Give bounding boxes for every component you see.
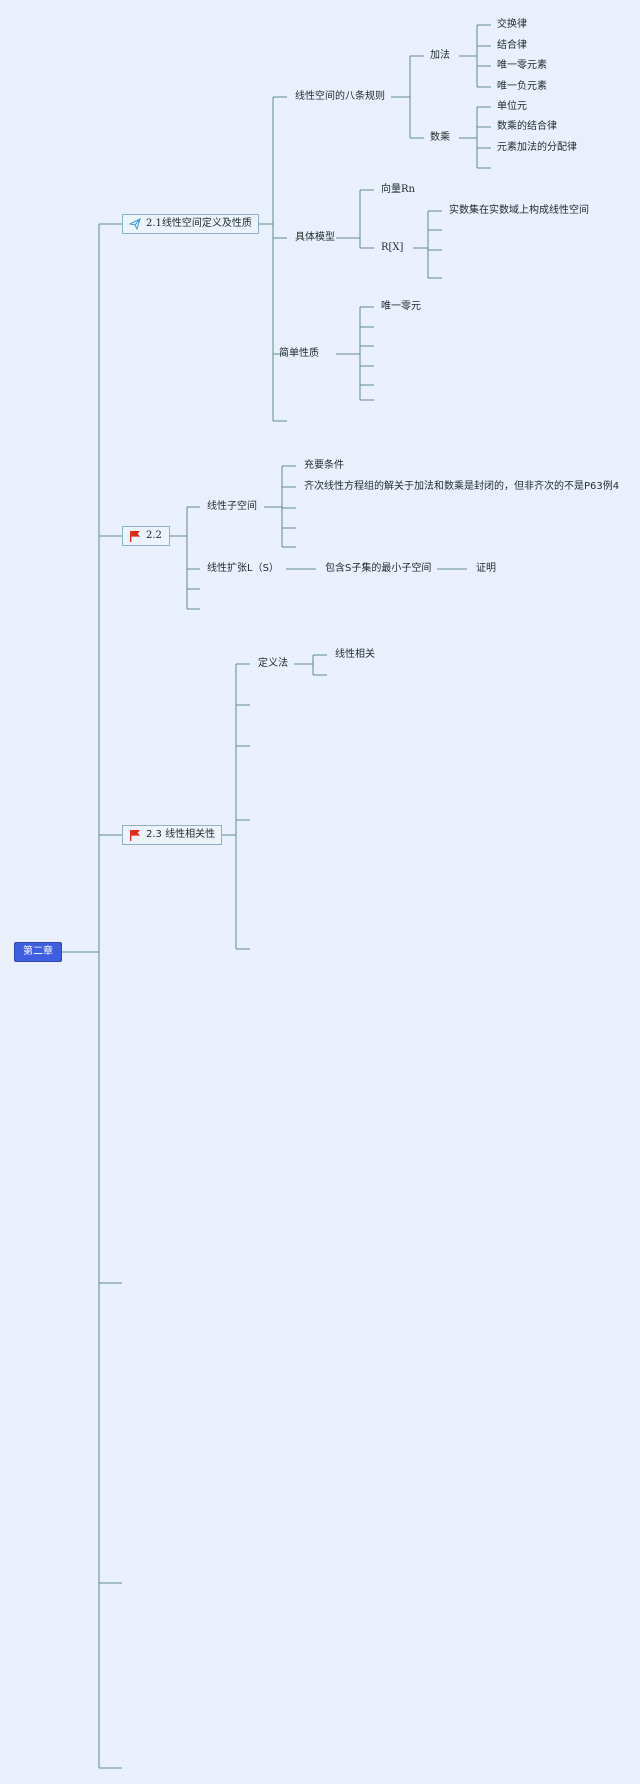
node-subspace[interactable]: 线性子空间 <box>207 501 257 512</box>
node-model[interactable]: 具体模型 <box>295 232 335 243</box>
paper-plane-icon <box>129 218 141 230</box>
node-definition-child[interactable]: 线性相关 <box>335 649 375 660</box>
topic-2-3[interactable]: 2.3 线性相关性 <box>122 825 223 845</box>
node-definition[interactable]: 定义法 <box>258 658 288 669</box>
node-rn[interactable]: 向量Rn <box>381 184 415 195</box>
node-props[interactable]: 简单性质 <box>279 348 319 359</box>
node-span-grand[interactable]: 证明 <box>476 563 496 574</box>
node-mul-item[interactable]: 数乘的结合律 <box>497 121 557 132</box>
topic-label: 2.1线性空间定义及性质 <box>146 218 252 229</box>
topic-label: 2.3 线性相关性 <box>146 829 216 840</box>
node-span-child[interactable]: 包含S子集的最小子空间 <box>325 563 432 574</box>
node-mul-item[interactable]: 元素加法的分配律 <box>497 142 577 153</box>
node-subspace-item[interactable]: 齐次线性方程组的解关于加法和数乘是封闭的，但非齐次的不是P63例4 <box>304 481 620 492</box>
topic-2-1[interactable]: 2.1线性空间定义及性质 <box>122 214 259 234</box>
root-node[interactable]: 第二章 <box>14 942 62 962</box>
node-subspace-item[interactable]: 充要条件 <box>304 460 344 471</box>
node-add-item[interactable]: 唯一负元素 <box>497 81 547 92</box>
node-span[interactable]: 线性扩张L（S） <box>207 563 279 574</box>
node-add-item[interactable]: 交换律 <box>497 19 527 30</box>
red-flag-icon <box>130 830 140 841</box>
node-add-item[interactable]: 唯一零元素 <box>497 60 547 71</box>
node-add[interactable]: 加法 <box>430 50 450 61</box>
node-mul-item[interactable]: 单位元 <box>497 101 527 112</box>
node-mul[interactable]: 数乘 <box>430 132 450 143</box>
node-rules[interactable]: 线性空间的八条规则 <box>295 91 385 102</box>
red-flag-icon <box>130 531 140 542</box>
node-rx-item[interactable]: 实数集在实数域上构成线性空间 <box>449 205 589 216</box>
node-add-item[interactable]: 结合律 <box>497 40 527 51</box>
node-rx[interactable]: R[X] <box>381 242 404 253</box>
node-props-item[interactable]: 唯一零元 <box>381 301 421 312</box>
topic-label: 2.2 <box>146 530 162 541</box>
topic-2-2[interactable]: 2.2 <box>122 526 170 546</box>
